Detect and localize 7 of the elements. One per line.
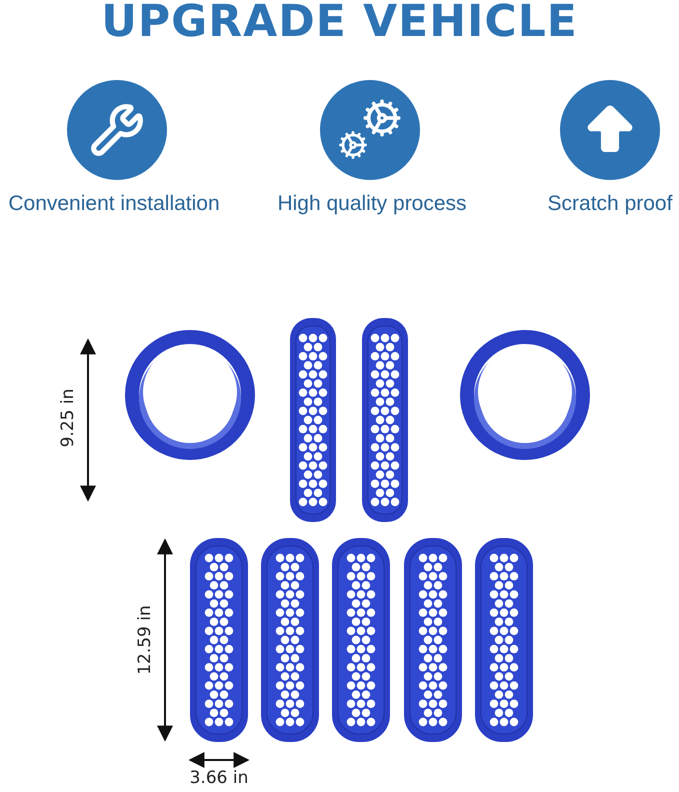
dimension-label: 12.59 in — [135, 605, 155, 675]
title: UPGRADE VEHICLE — [100, 0, 579, 47]
feature-label: Scratch proof — [548, 192, 672, 216]
dimension-label: 3.66 in — [190, 768, 248, 788]
dimension-label: 9.25 in — [58, 388, 78, 448]
feature-label: High quality process — [277, 192, 467, 216]
feature-label: Convenient installation — [8, 192, 220, 216]
